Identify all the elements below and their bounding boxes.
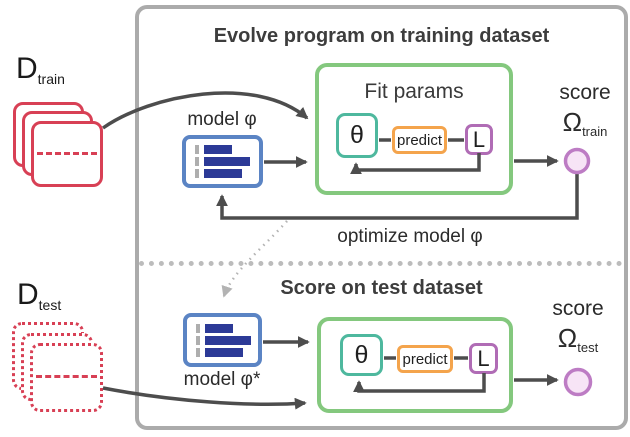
optimize-label: optimize model φ (337, 226, 483, 247)
omega-sub: train (582, 124, 608, 139)
model-phi-star-label: model φ* (183, 369, 261, 390)
model-phi-box (182, 135, 263, 188)
dtrain-label: Dtrain (16, 52, 65, 87)
predict-box-train: predict (392, 126, 447, 154)
test-section-title: Score on test dataset (280, 277, 483, 299)
list-tick-icon (196, 347, 200, 357)
omega-glyph: Ω (557, 323, 578, 353)
list-bar-icon (205, 347, 243, 357)
program-list-icon (195, 145, 259, 154)
test-card-splitline (36, 375, 97, 378)
test-card-front (30, 343, 103, 412)
list-bar-icon (205, 335, 251, 345)
dtest-sub: test (38, 297, 62, 313)
list-tick-icon (195, 157, 199, 166)
train-card-splitline (37, 152, 97, 155)
score-test-symbol: Ωtest (533, 323, 623, 355)
score-train-symbol: Ωtrain (540, 107, 630, 139)
list-bar-icon (204, 145, 232, 154)
dtest-letter: D (17, 278, 39, 311)
train-card-front (31, 121, 103, 187)
model-phi-label: model φ (187, 109, 257, 130)
omega-glyph: Ω (562, 107, 583, 137)
list-tick-icon (196, 335, 200, 345)
theta-box-test: θ (340, 334, 383, 376)
dtrain-sub: train (37, 71, 65, 87)
loss-box-test: L (469, 343, 498, 374)
omega-sub: test (577, 340, 599, 355)
dtest-label: Dtest (17, 278, 61, 313)
program-list-icon (195, 169, 259, 178)
score-train-block: score Ωtrain (540, 81, 630, 139)
training-section-title: Evolve program on training dataset (213, 25, 550, 47)
dtrain-letter: D (16, 52, 38, 85)
list-bar-icon (204, 157, 250, 166)
list-tick-icon (195, 145, 199, 154)
score-test-word: score (552, 297, 604, 320)
list-bar-icon (204, 169, 242, 178)
section-divider (139, 261, 622, 266)
program-list-icon (196, 335, 258, 345)
list-bar-icon (205, 323, 233, 333)
theta-box-train: θ (336, 113, 378, 158)
score-test-block: score Ωtest (533, 297, 623, 355)
program-list-icon (196, 323, 258, 333)
list-tick-icon (195, 169, 199, 178)
list-tick-icon (196, 323, 200, 333)
loss-box-train: L (465, 124, 493, 155)
predict-box-test: predict (397, 345, 453, 373)
fit-params-title: Fit params (364, 80, 464, 103)
program-list-icon (195, 157, 259, 166)
score-train-word: score (559, 81, 611, 104)
program-list-icon (196, 347, 258, 357)
model-phi-star-box (183, 313, 262, 367)
